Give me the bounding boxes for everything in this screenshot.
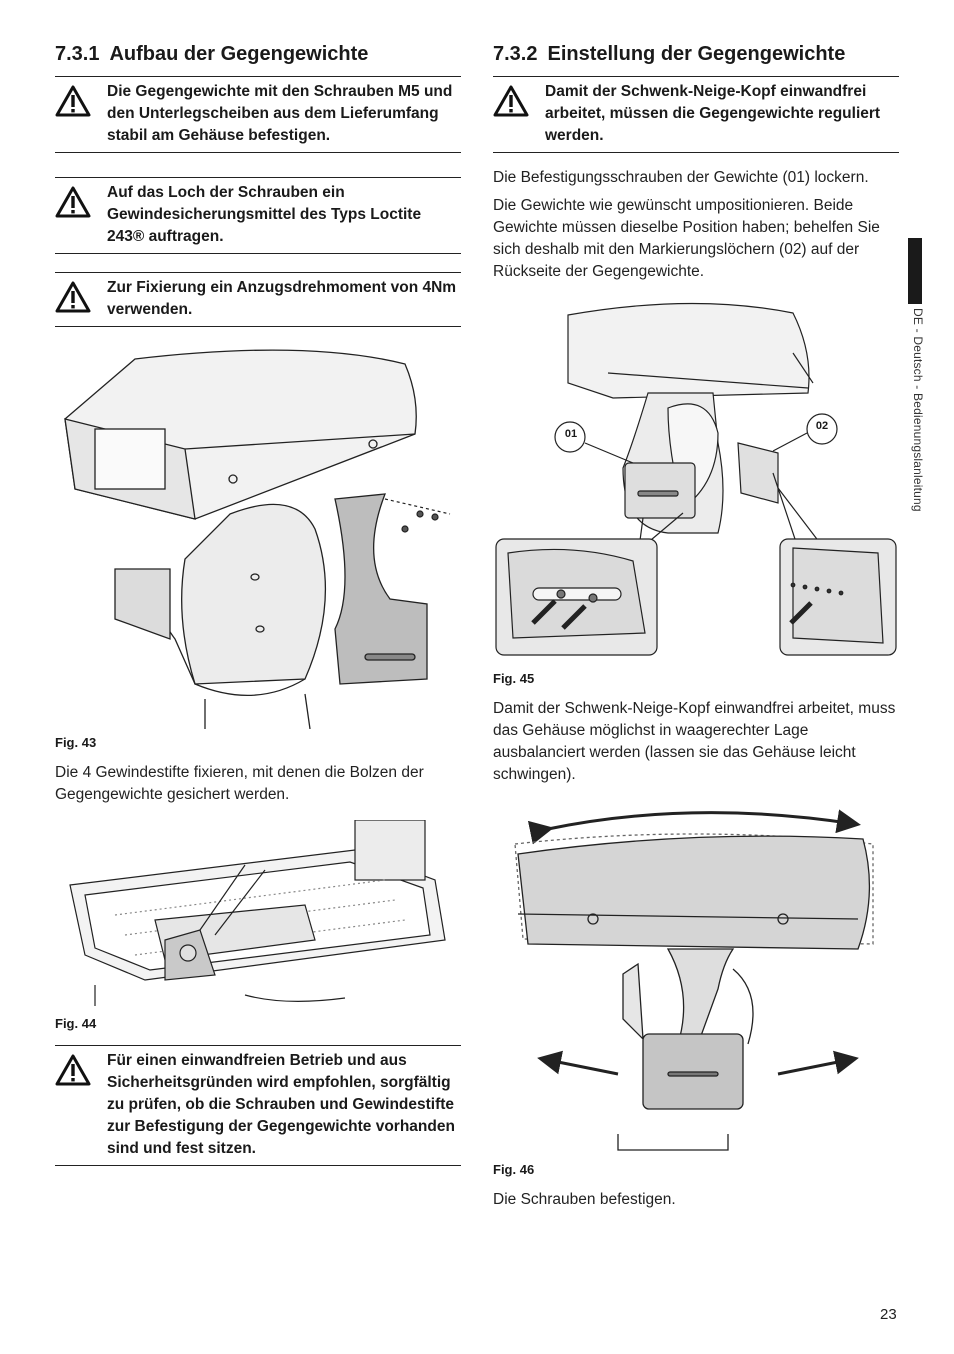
paragraph-lockern: Die Befestigungsschrauben der Gewichte (… <box>493 169 869 186</box>
warning-box-3: Zur Fixierung ein Anzugsdrehmoment von 4… <box>55 272 461 327</box>
callout-label-02: 02 <box>815 420 829 432</box>
warning-triangle-icon <box>55 182 107 223</box>
warning-text-1: Die Gegengewichte mit den Schrauben M5 u… <box>107 83 453 144</box>
warning-text-final: Für einen einwandfreien Betrieb und aus … <box>107 1052 455 1157</box>
warning-triangle-icon <box>55 81 107 122</box>
figure-45-caption: Fig. 45 <box>493 671 535 686</box>
paragraph-umpositionieren: Die Gewichte wie gewünscht umpositionier… <box>493 197 880 280</box>
warning-box-right: Damit der Schwenk-Neige-Kopf einwandfrei… <box>493 76 899 153</box>
figure-43-counterweight-assembly <box>55 339 461 729</box>
warning-box-final: Für einen einwandfreien Betrieb und aus … <box>55 1045 461 1166</box>
warning-triangle-icon <box>55 1050 107 1091</box>
paragraph-gewindestifte: Die 4 Gewindestifte fixieren, mit denen … <box>55 764 424 803</box>
figure-45-counterweight-adjustment: 01 02 <box>493 293 899 663</box>
page-number: 23 <box>880 1306 897 1323</box>
warning-text-right: Damit der Schwenk-Neige-Kopf einwandfrei… <box>545 83 881 144</box>
figure-44-caption: Fig. 44 <box>55 1016 97 1031</box>
warning-text-3: Zur Fixierung ein Anzugsdrehmoment von 4… <box>107 279 457 318</box>
warning-text-2: Auf das Loch der Schrauben ein Gewindesi… <box>107 184 422 245</box>
warning-triangle-icon <box>493 81 545 122</box>
figure-44-housing-interior <box>55 820 461 1006</box>
warning-box-2: Auf das Loch der Schrauben ein Gewindesi… <box>55 177 461 254</box>
paragraph-ausbalanciert: Damit der Schwenk-Neige-Kopf einwandfrei… <box>493 700 896 783</box>
figure-46-balancing <box>493 804 899 1160</box>
sidebar-language-tab <box>908 238 922 304</box>
figure-43-caption: Fig. 43 <box>55 735 97 750</box>
warning-box-1: Die Gegengewichte mit den Schrauben M5 u… <box>55 76 461 153</box>
paragraph-schrauben-befestigen: Die Schrauben befestigen. <box>493 1191 676 1208</box>
sidebar-language-label: DE - Deutsch - Bedienungslanleitung <box>911 308 925 512</box>
callout-label-01: 01 <box>564 428 578 440</box>
warning-triangle-icon <box>55 277 107 318</box>
figure-46-caption: Fig. 46 <box>493 1162 535 1177</box>
